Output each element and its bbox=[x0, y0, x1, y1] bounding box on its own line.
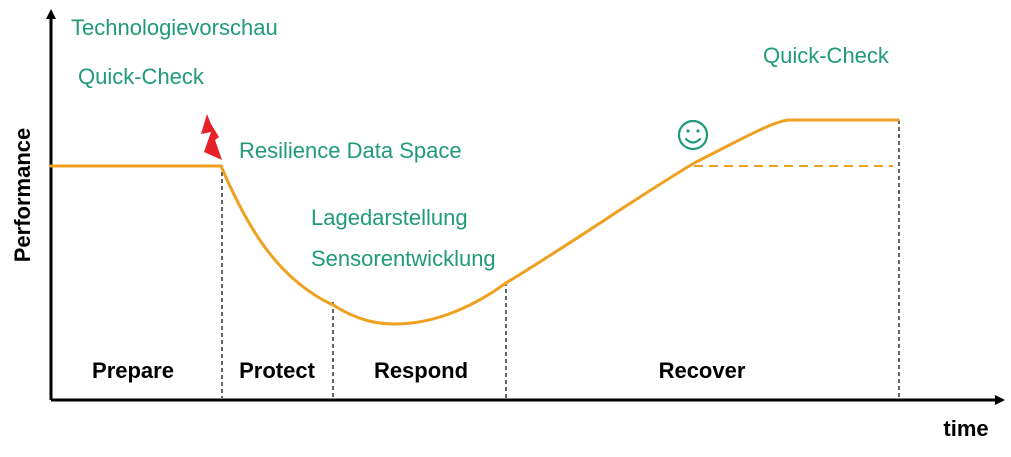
x-axis-title: time bbox=[943, 416, 988, 441]
y-axis-title: Performance bbox=[10, 128, 35, 263]
annotation-sensor-development: Sensorentwicklung bbox=[311, 246, 496, 271]
annotation-quick-check-left: Quick-Check bbox=[78, 64, 205, 89]
annotation-technology-preview: Technologievorschau bbox=[71, 15, 278, 40]
lightning-bolt-icon bbox=[201, 114, 222, 160]
performance-curve bbox=[49, 118, 900, 326]
phase-label-respond: Respond bbox=[374, 358, 468, 383]
smiley-face-icon bbox=[677, 119, 709, 151]
annotation-situation-display: Lagedarstellung bbox=[311, 205, 468, 230]
phase-label-protect: Protect bbox=[239, 358, 315, 383]
phase-label-prepare: Prepare bbox=[92, 358, 174, 383]
annotation-resilience-data-space: Resilience Data Space bbox=[239, 138, 462, 163]
phase-label-recover: Recover bbox=[659, 358, 746, 383]
annotation-quick-check-right: Quick-Check bbox=[763, 43, 890, 68]
